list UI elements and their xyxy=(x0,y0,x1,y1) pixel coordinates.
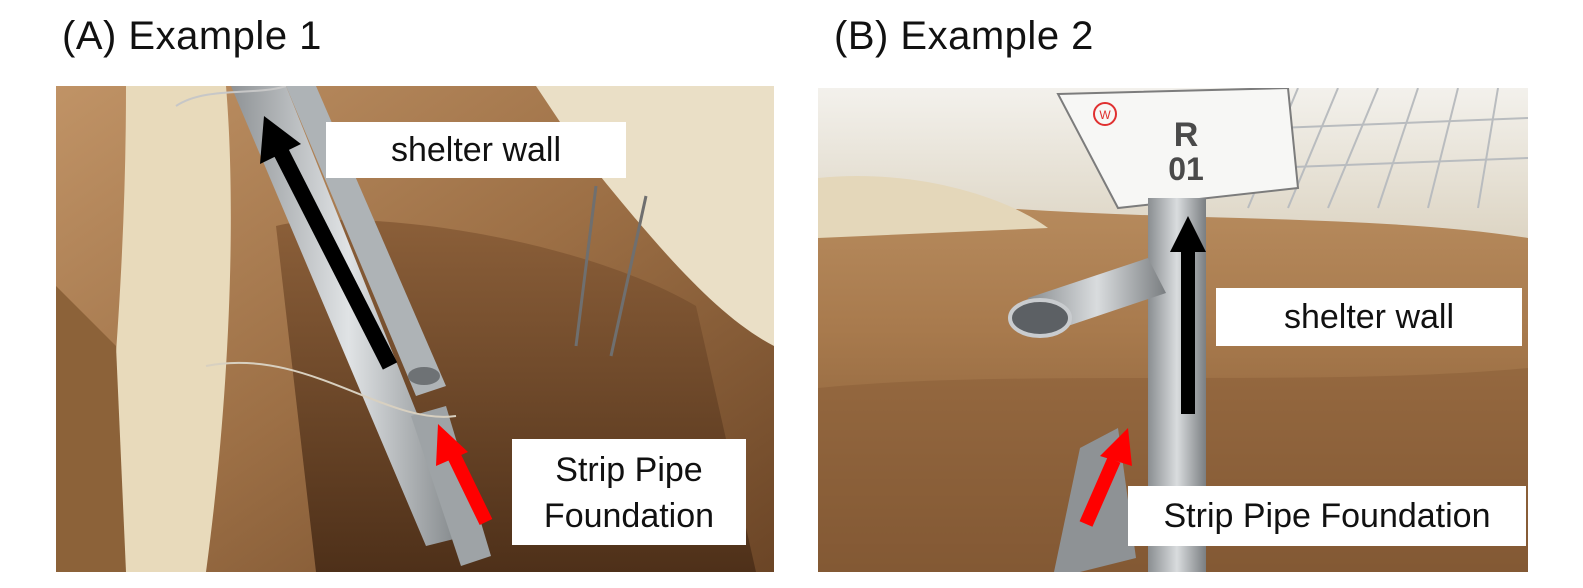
arrow-foundation-head xyxy=(436,424,468,466)
sign-text-line2: 01 xyxy=(1168,151,1204,187)
panel-b-title: (B) Example 2 xyxy=(834,14,1094,58)
panel-a-shelter-wall-label: shelter wall xyxy=(326,122,626,178)
sign-badge-text: W xyxy=(1099,108,1111,122)
sign-text-line1: R xyxy=(1174,116,1199,154)
wire xyxy=(205,361,457,418)
strip-pipe xyxy=(411,406,491,566)
sandbag-left xyxy=(96,86,231,572)
row-sign xyxy=(1056,88,1300,210)
foundation-label-line: Foundation xyxy=(543,497,715,535)
sign-badge xyxy=(1093,102,1117,126)
arrow-shelter-wall-head xyxy=(1170,216,1206,252)
pipe-end xyxy=(1008,298,1072,338)
foundation-label-line: Strip Pipe xyxy=(555,451,703,489)
wire xyxy=(175,86,287,107)
rod xyxy=(574,185,598,347)
arrow-foundation-head xyxy=(1100,428,1132,466)
pipe-end xyxy=(408,367,440,385)
arrow-shelter-wall xyxy=(270,142,398,370)
arrow-foundation xyxy=(447,452,493,526)
pipe-main xyxy=(231,86,466,546)
rod xyxy=(609,195,648,357)
panel-b-foundation-label: Strip Pipe Foundation xyxy=(1128,486,1526,546)
arrow-shelter-wall-head xyxy=(260,116,301,164)
panel-a-foundation-label: Strip Pipe Foundation xyxy=(512,439,746,545)
panel-a-title: (A) Example 1 xyxy=(62,14,322,58)
soil-left xyxy=(56,286,126,572)
arrow-foundation xyxy=(1079,457,1121,527)
sandbag xyxy=(818,176,1048,238)
panel-b-shelter-wall-label: shelter wall xyxy=(1216,288,1522,346)
